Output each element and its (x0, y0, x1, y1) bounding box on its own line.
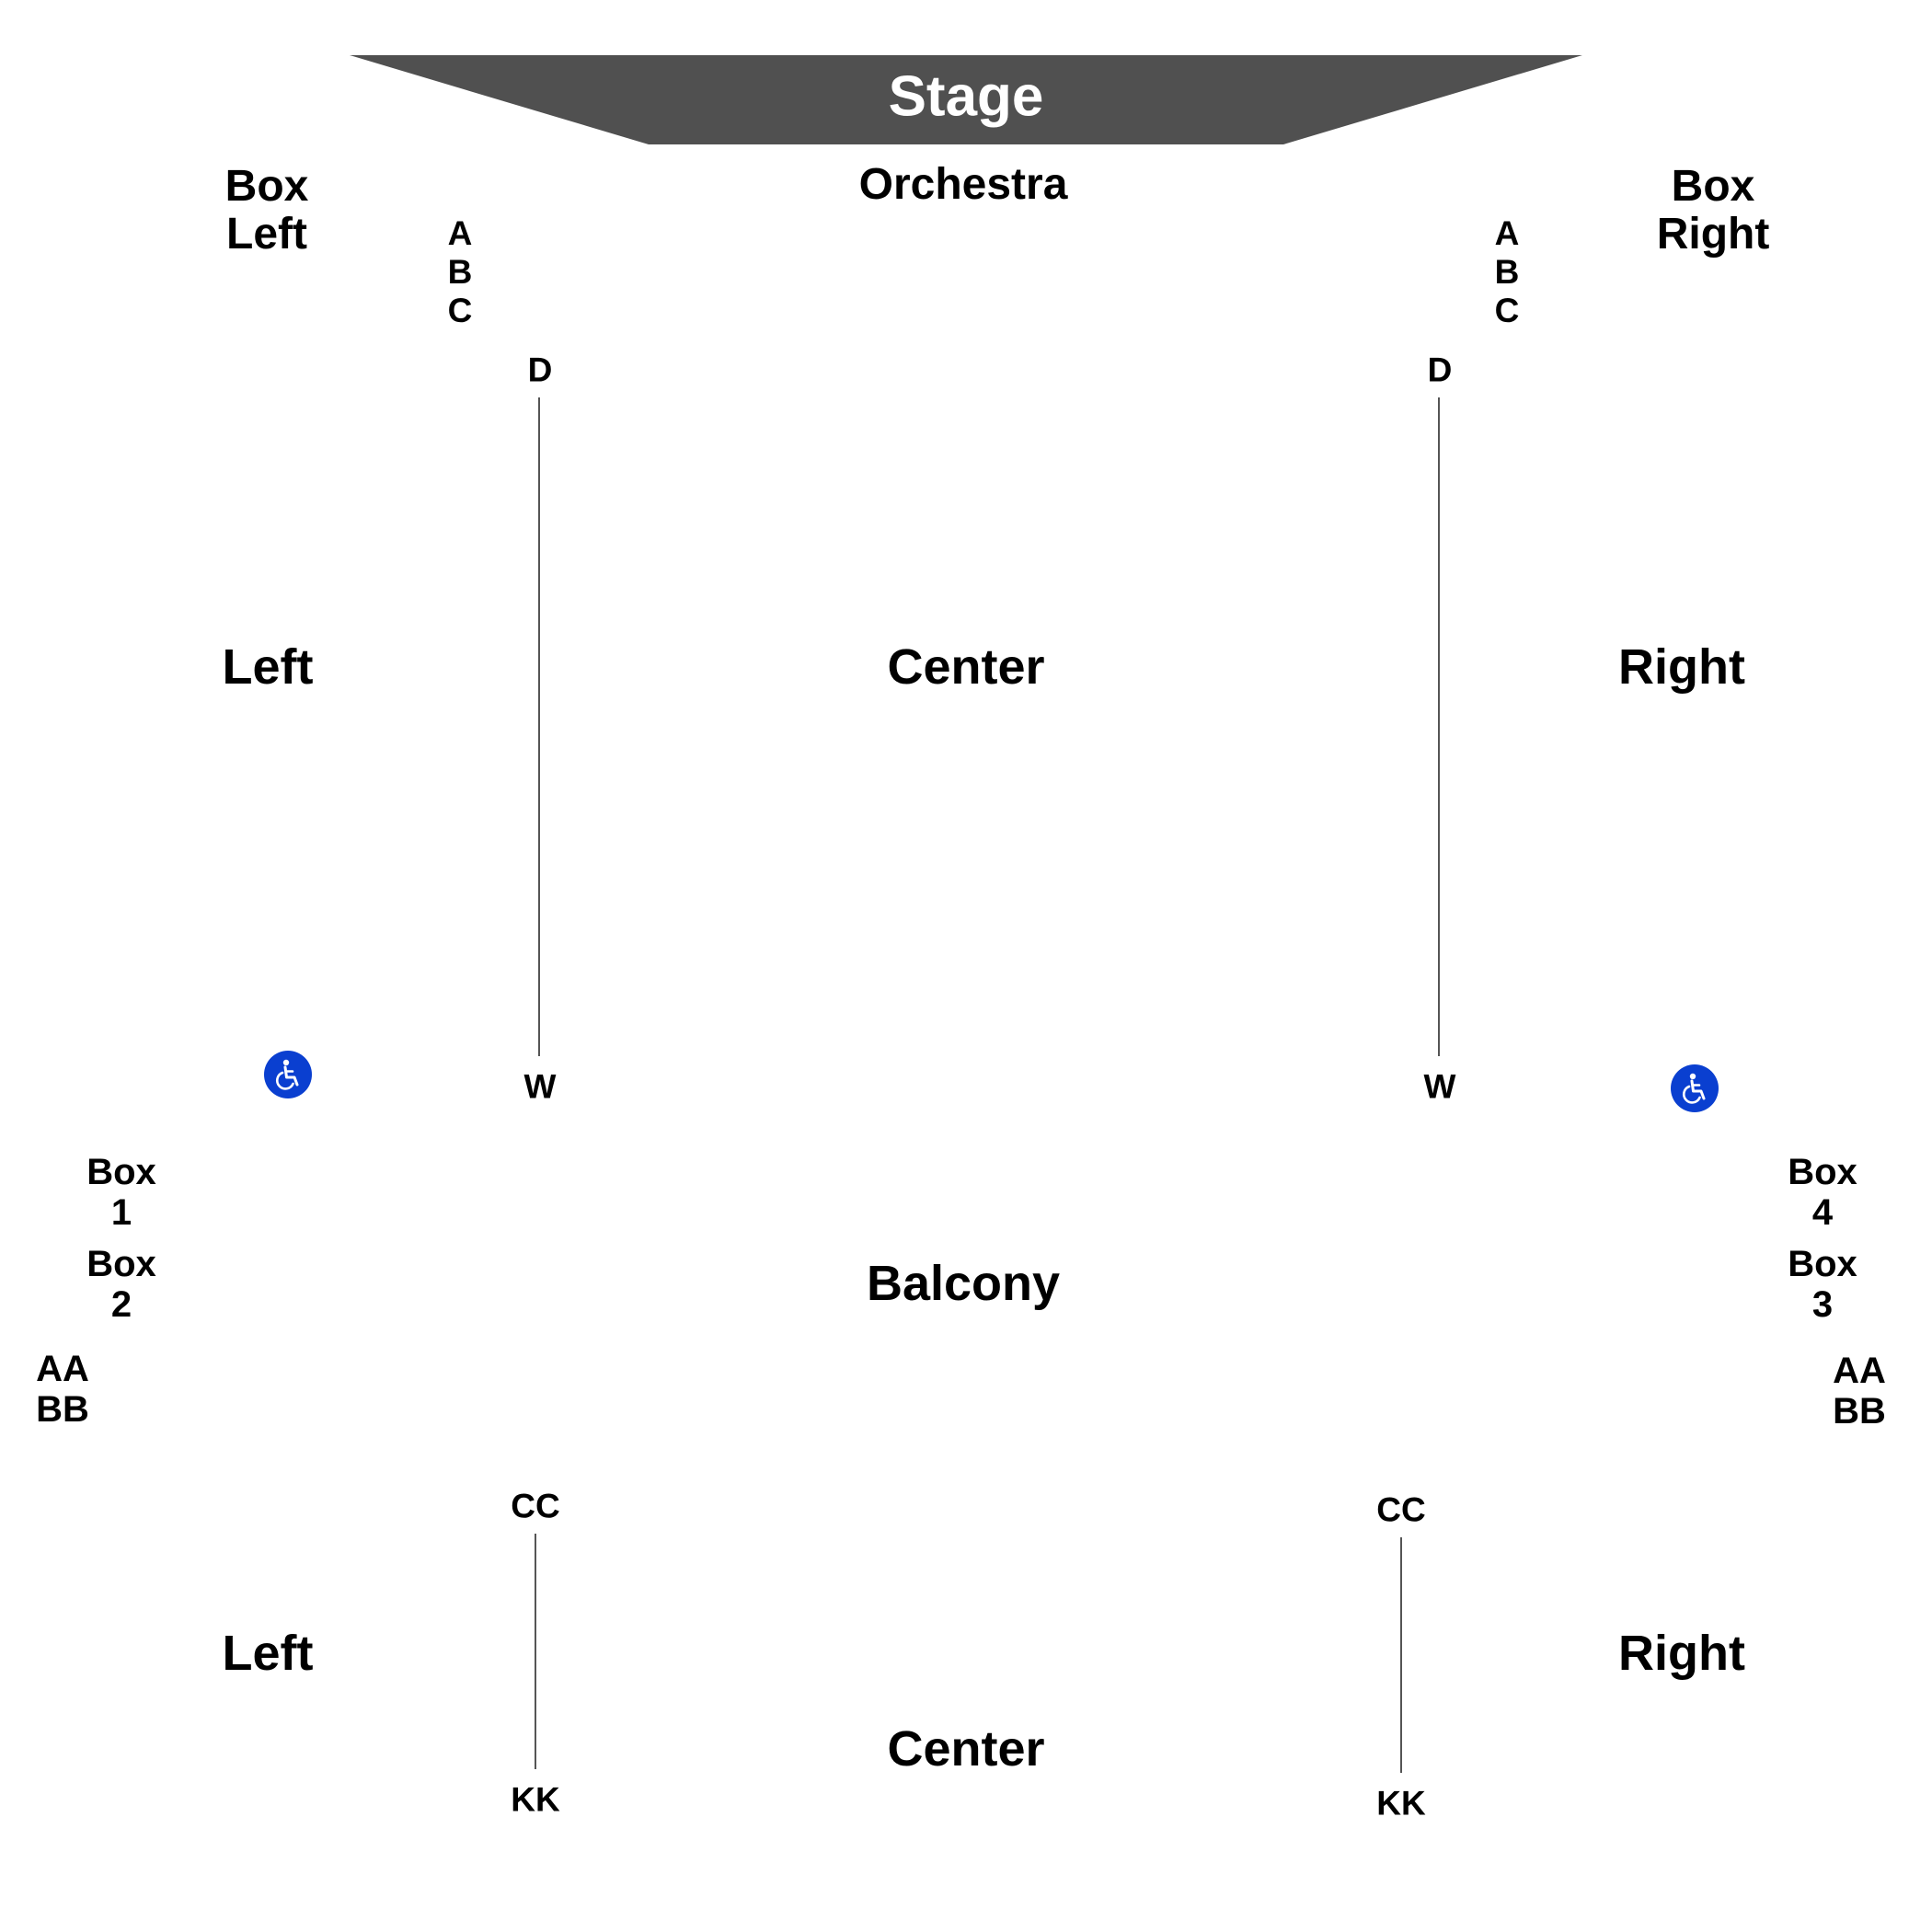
wheelchair-accessible-icon (1671, 1064, 1719, 1112)
orchestra-aisle-right-end: W (1423, 1067, 1456, 1106)
orchestra-section-center[interactable]: Center (887, 639, 1045, 695)
balcony-section-right[interactable]: Right (1618, 1626, 1745, 1681)
box-2-label[interactable]: Box 2 (86, 1244, 156, 1325)
balcony-aisle-right-line (1400, 1537, 1402, 1773)
orchestra-aisle-left-line (538, 397, 540, 1056)
balcony-aisle-right-start: CC (1376, 1490, 1426, 1529)
balcony-aisle-right-end: KK (1376, 1784, 1426, 1823)
orchestra-aisle-right-line (1438, 397, 1440, 1056)
balcony-aisle-left-end: KK (511, 1780, 560, 1819)
orchestra-title: Orchestra (858, 160, 1068, 209)
orchestra-section-right[interactable]: Right (1618, 639, 1745, 695)
balcony-section-left[interactable]: Left (222, 1626, 314, 1681)
rows-front-left: A B C (447, 214, 473, 329)
box-left-label[interactable]: Box Left (224, 162, 309, 259)
orchestra-section-left[interactable]: Left (222, 639, 314, 695)
balcony-rows-left: AA BB (36, 1349, 89, 1430)
rows-front-right: A B C (1494, 214, 1520, 329)
balcony-aisle-left-line (535, 1534, 536, 1769)
balcony-title: Balcony (866, 1256, 1061, 1311)
box-1-label[interactable]: Box 1 (86, 1152, 156, 1233)
balcony-section-center[interactable]: Center (887, 1721, 1045, 1777)
orchestra-aisle-right-start: D (1427, 351, 1453, 389)
wheelchair-accessible-icon (264, 1051, 312, 1098)
box-3-label[interactable]: Box 3 (1788, 1244, 1857, 1325)
box-4-label[interactable]: Box 4 (1788, 1152, 1857, 1233)
stage-label: Stage (888, 64, 1044, 129)
box-right-label[interactable]: Box Right (1656, 162, 1770, 259)
balcony-rows-right: AA BB (1833, 1351, 1886, 1432)
orchestra-aisle-left-start: D (527, 351, 553, 389)
balcony-aisle-left-start: CC (511, 1487, 560, 1525)
orchestra-aisle-left-end: W (523, 1067, 557, 1106)
